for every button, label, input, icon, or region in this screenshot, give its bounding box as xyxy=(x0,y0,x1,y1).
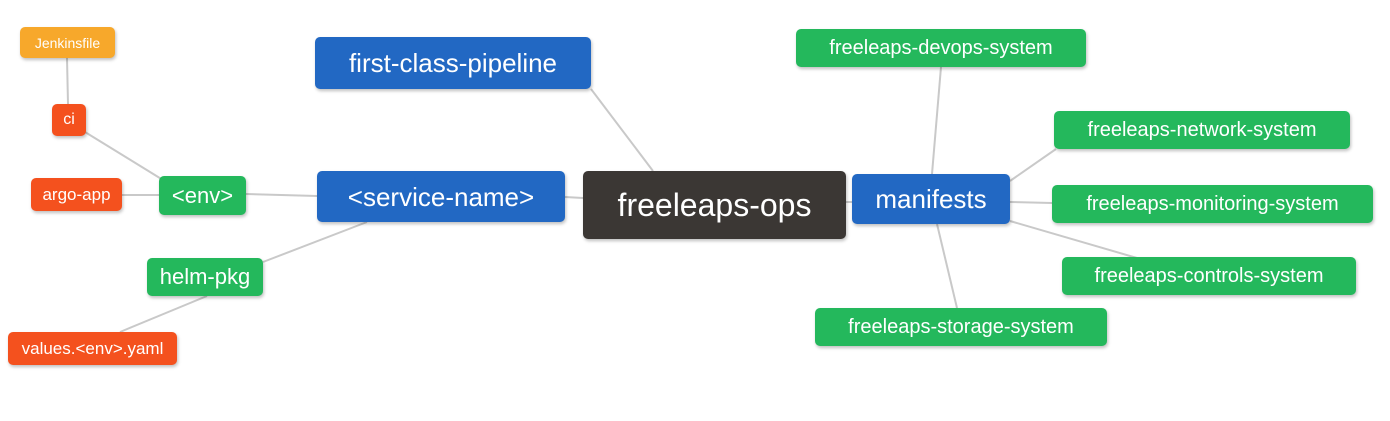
node-freeleaps-ops[interactable]: freeleaps-ops xyxy=(583,171,846,239)
node-freeleaps-monitoring-system[interactable]: freeleaps-monitoring-system xyxy=(1052,185,1373,223)
node-manifests[interactable]: manifests xyxy=(852,174,1010,224)
node-env[interactable]: <env> xyxy=(159,176,246,215)
edge-helm-pkg-to-service-name xyxy=(262,221,368,263)
edge-env-to-service-name xyxy=(245,193,318,197)
edge-freeleaps-network-system-to-manifests xyxy=(1009,148,1057,182)
node-argo-app[interactable]: argo-app xyxy=(31,178,122,211)
edge-service-name-to-freeleaps-ops xyxy=(564,196,584,199)
edge-manifests-to-freeleaps-devops-system xyxy=(931,66,942,175)
edge-ci-to-env xyxy=(84,131,164,181)
edge-manifests-to-freeleaps-monitoring-system xyxy=(1009,201,1053,204)
node-freeleaps-storage-system[interactable]: freeleaps-storage-system xyxy=(815,308,1107,346)
node-first-class-pipeline[interactable]: first-class-pipeline xyxy=(315,37,591,89)
node-values-env-yaml[interactable]: values.<env>.yaml xyxy=(8,332,177,365)
edge-values-env-yaml-to-helm-pkg xyxy=(119,295,208,333)
node-ci[interactable]: ci xyxy=(52,104,86,136)
node-freeleaps-devops-system[interactable]: freeleaps-devops-system xyxy=(796,29,1086,67)
edge-manifests-to-freeleaps-controls-system xyxy=(1009,220,1138,259)
node-helm-pkg[interactable]: helm-pkg xyxy=(147,258,263,296)
edge-first-class-pipeline-to-freeleaps-ops xyxy=(590,88,654,172)
edge-jenkinsfile-to-ci xyxy=(66,57,69,105)
node-service-name[interactable]: <service-name> xyxy=(317,171,565,222)
edge-manifests-to-freeleaps-storage-system xyxy=(936,223,958,309)
node-jenkinsfile[interactable]: Jenkinsfile xyxy=(20,27,115,58)
node-freeleaps-network-system[interactable]: freeleaps-network-system xyxy=(1054,111,1350,149)
node-freeleaps-controls-system[interactable]: freeleaps-controls-system xyxy=(1062,257,1356,295)
